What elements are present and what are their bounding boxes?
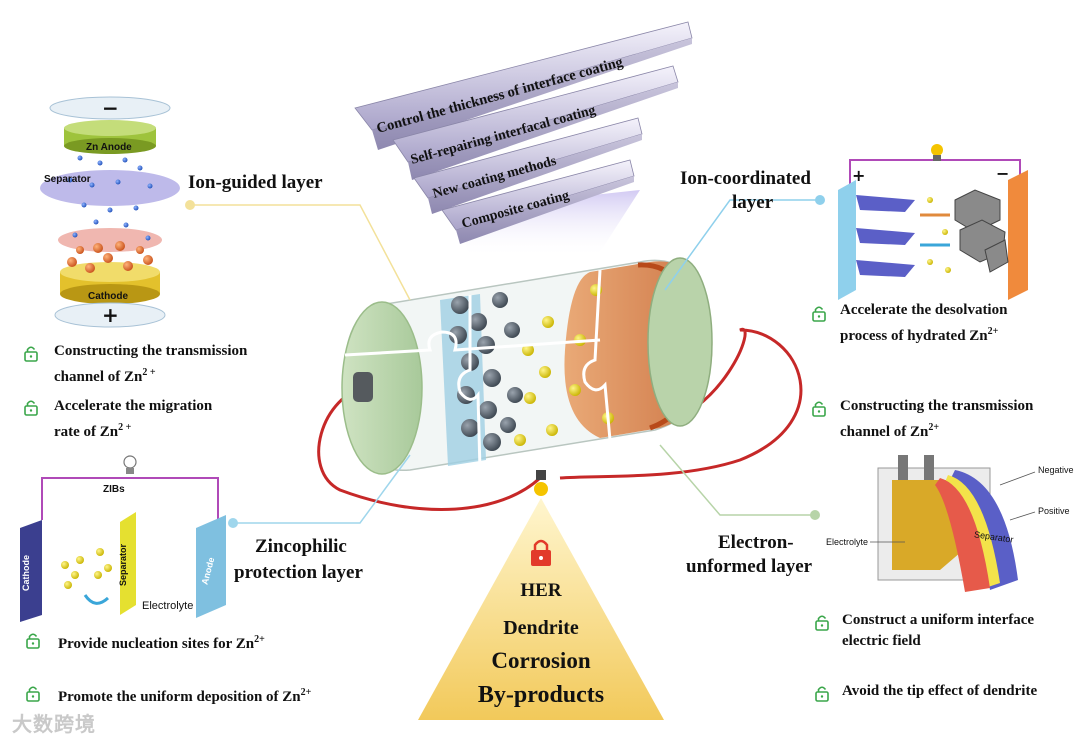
stack-plus-sign: + [102,303,119,327]
zibs-title: ZIBs [103,484,125,495]
lock-icon [812,306,826,322]
zinc-particles [449,292,523,451]
strategy-funnel: Control the thickness of interface coati… [354,21,693,258]
lock-icon [812,401,826,417]
lock-icon [26,633,40,649]
central-battery [317,257,803,511]
leader-lines [185,195,825,528]
pouch-negative-label: Negative [1038,465,1074,475]
right-bullet-2-line2: channel of Zn2+ [840,422,940,440]
puzzle-seams [344,269,612,471]
ion-coord-plus: + [852,166,866,185]
bottom-left-bullet-1: Provide nucleation sites for Zn2+ [58,634,265,652]
superscript: 2 + [142,367,156,378]
lock-icon [815,615,829,631]
superscript: 2 + [118,422,132,433]
stack-zn-anode-label: Zn Anode [86,142,132,153]
anode-plate-orange [1008,170,1028,300]
lock-icon [815,686,829,702]
zibs-diagram [20,455,226,622]
triangle-byproducts: By-products [477,682,605,708]
strategy-bar-4 [441,159,635,244]
bottom-right-bullet-2: Avoid the tip effect of dendrite [842,683,1038,699]
bulb-icon-zibs [123,455,137,474]
zibs-separator-plate [120,512,136,615]
left-bullet-2-line1: Accelerate the migration [54,398,213,414]
bulb-icon [534,470,548,496]
lock-icon [24,346,38,362]
zincophilic-title-1: Zincophilic [255,536,347,557]
zibs-ions [61,548,112,589]
tab-2 [924,455,934,483]
stack-separator-label: Separator [44,174,91,185]
zincophilic-title-2: protection layer [234,562,363,583]
superscript: 2+ [928,422,940,433]
zibs-arrow [83,594,110,605]
battery-cap-right [647,257,713,427]
bottom-right-bullet-1-line2: electric field [842,633,921,649]
separator-disc [40,170,180,206]
stack-cathode-label: Cathode [88,291,128,302]
left-bullet-2-line2: rate of Zn2 + [54,422,132,440]
zibs-cathode-plate [20,520,42,622]
bottom-right-bullet-1-line1: Construct a uniform interface [842,612,1035,628]
triangle-corrosion: Corrosion [491,648,591,673]
bottom-left-bullet-2: Promote the uniform deposition of Zn2+ [58,687,312,705]
ion-coord-minus: − [996,164,1010,183]
coordination-molecules [856,195,915,277]
pouch-positive-label: Positive [1038,506,1070,516]
superscript: 2+ [300,687,312,698]
watermark: 大数跨境 [12,712,96,736]
blue-ions [67,155,153,241]
negative-electrode [935,478,990,592]
electron-title-2: unformed layer [686,556,813,577]
circuit-wire-red [317,327,803,511]
interlayer-disc [58,228,162,252]
pouch-cell-diagram [870,455,1036,592]
zibs-electrolyte-label: Electrolyte [142,600,194,612]
ion-coordinated-diagram [838,144,1028,300]
strategy-bar-2 [392,65,679,180]
stack-bottom-plate [54,302,166,328]
lock-icon [24,400,38,416]
zibs-separator-label: Separator [118,543,129,587]
problem-triangle [418,498,664,720]
electron-title-1: Electron- [718,532,794,553]
strategy-bar-1 [354,21,693,150]
right-bullet-1-line1: Accelerate the desolvation [840,302,1008,318]
stack-top-plate [49,96,171,120]
tab-1 [898,455,908,483]
ion-coordinated-title-1: Ion-coordinated [680,168,811,189]
ion-guided-title: Ion-guided layer [188,172,323,193]
triangle-her: HER [520,580,562,601]
superscript: 2+ [254,634,265,645]
graphene-stacks [954,189,1009,273]
triangle-dendrite: Dendrite [503,617,579,639]
circuit-wire-purple [849,159,1021,190]
strategy-bar-3 [413,117,643,214]
right-bullet-2-line1: Constructing the transmission [840,398,1034,414]
pouch-electrolyte-label: Electrolyte [826,537,869,547]
zibs-anode-plate [196,515,226,618]
right-bullet-1-line2: process of hydrated Zn2+ [840,326,999,344]
battery-cap-left [341,301,423,475]
left-bullet-1-line2: channel of Zn2 + [54,367,156,385]
lock-icon [26,686,40,702]
stack-minus-sign: − [102,96,119,120]
superscript: 2+ [987,326,999,337]
yellow-ions-right [927,197,951,273]
triangle-shape [418,498,664,720]
cathode-plate-blue [838,180,856,300]
lock-icon [531,539,551,566]
ion-guided-stack [40,96,180,328]
battery-terminal [353,372,373,402]
left-bullet-1-line1: Constructing the transmission [54,343,248,359]
bulb-icon-top [931,144,943,161]
orange-ions [67,241,153,273]
zibs-cathode-label: Cathode [21,555,31,591]
zibs-wire [41,477,219,520]
ion-coordinated-title-2: layer [732,192,774,213]
